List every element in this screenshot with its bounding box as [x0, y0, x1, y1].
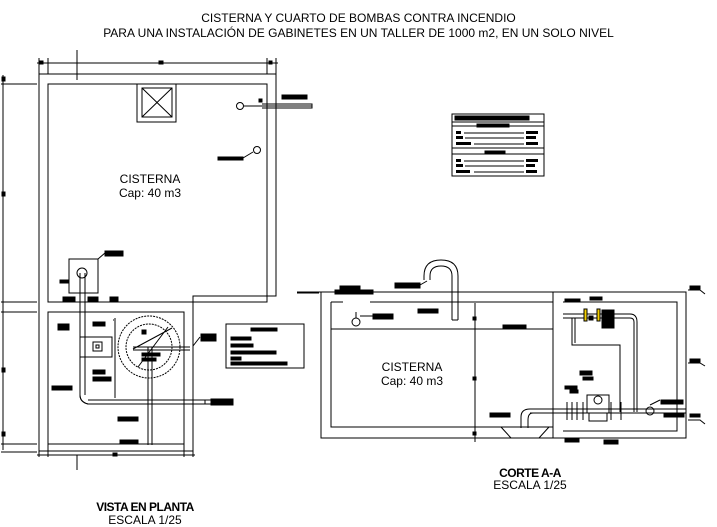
drawing-title-line2: PARA UNA INSTALACIÓN DE GABINETES EN UN … — [103, 26, 614, 40]
float-valve-icon — [236, 102, 244, 110]
notes-table — [451, 113, 545, 177]
plan-outer-wall — [38, 73, 277, 452]
plan-view — [1, 50, 319, 470]
section-float-icon — [351, 317, 361, 327]
suction-pit — [68, 258, 99, 294]
section-view-title: CORTE A-A — [499, 466, 561, 480]
section-tank-capacity: Cap: 40 m3 — [380, 374, 444, 388]
drawing-title-line1: CISTERNA Y CUARTO DE BOMBAS CONTRA INCEN… — [201, 11, 516, 25]
plan-tank-name: CISTERNA — [119, 172, 181, 186]
suction-pit-section — [493, 426, 553, 439]
section-view-scale: ESCALA 1/25 — [493, 478, 567, 492]
dimension-top — [37, 50, 278, 80]
manhole-hatch — [136, 83, 177, 123]
section-pump-room — [553, 291, 687, 439]
plan-pump-room-inner — [47, 311, 185, 445]
plan-view-title: VISTA EN PLANTA — [96, 500, 194, 514]
plan-pump-main-pipe — [79, 330, 206, 405]
vent-pipe — [423, 259, 459, 320]
plan-legend-box — [225, 323, 305, 369]
level-sensor-icon — [253, 146, 261, 154]
section-tank-name: CISTERNA — [381, 360, 443, 374]
plan-tank-capacity: Cap: 40 m3 — [118, 186, 182, 200]
section-view — [297, 259, 706, 445]
plan-view-scale: ESCALA 1/25 — [108, 513, 182, 527]
section-suction-pipe — [520, 408, 686, 428]
dimension-left — [1, 75, 37, 453]
